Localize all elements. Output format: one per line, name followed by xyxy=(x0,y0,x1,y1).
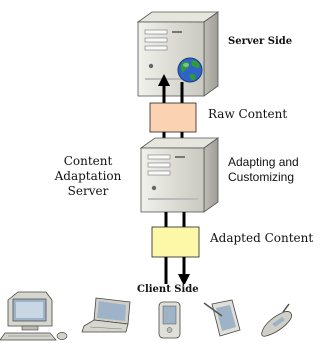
adapting-customizing-line-2: Customizing xyxy=(228,170,295,184)
raw-content-label: Raw Content xyxy=(208,107,288,121)
upward-arrow-top xyxy=(158,74,170,104)
pda-icon xyxy=(158,301,181,339)
client-side-label: Client Side xyxy=(136,284,200,295)
content-adaptation-server-label: Content Adaptation Server xyxy=(48,154,128,199)
content-adaptation-server-line-3: Server xyxy=(67,184,109,198)
middle-server-icon xyxy=(139,137,220,213)
desktop-computer-icon xyxy=(0,291,68,341)
adapted-content-label: Adapted Content xyxy=(210,231,314,245)
top-server-icon xyxy=(136,11,220,97)
raw-content-box xyxy=(149,102,197,133)
globe-icon xyxy=(177,57,203,83)
content-adaptation-server-line-2: Adaptation xyxy=(54,169,122,183)
content-adaptation-server-line-1: Content xyxy=(63,154,113,168)
laptop-icon xyxy=(81,297,131,333)
adapting-customizing-label: Adapting and Customizing xyxy=(228,155,299,185)
adapted-content-box xyxy=(151,226,200,258)
tablet-icon xyxy=(203,299,241,337)
downward-arrow-bottom xyxy=(178,257,190,286)
adapting-customizing-line-1: Adapting and xyxy=(228,155,299,169)
mobile-phone-icon xyxy=(261,303,292,337)
server-side-label: Server Side xyxy=(228,36,293,47)
